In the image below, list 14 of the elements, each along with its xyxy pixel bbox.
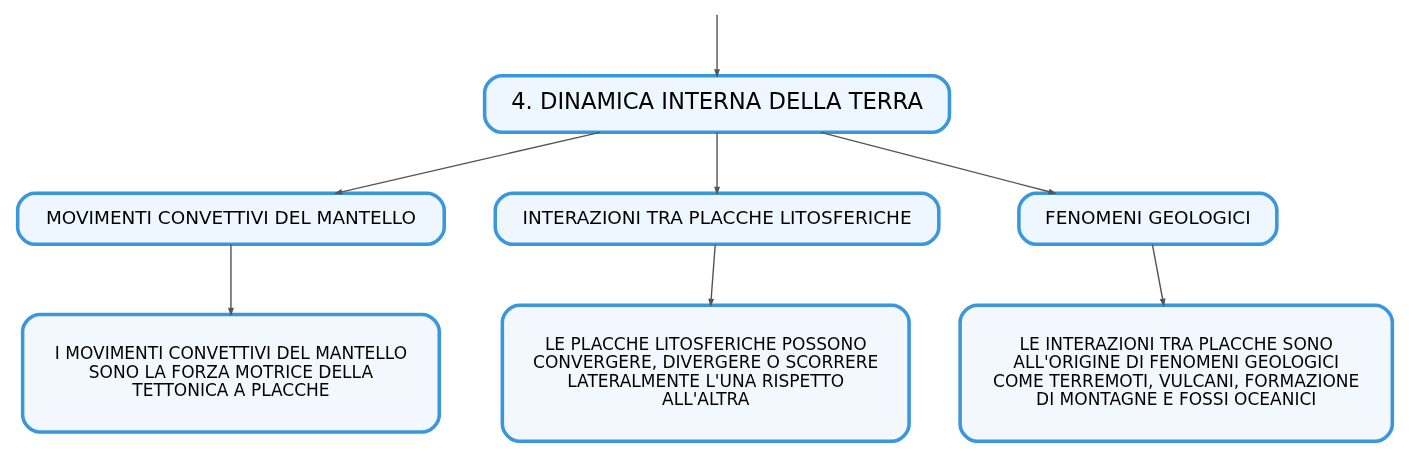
node-box: I MOVIMENTI CONVETTIVI DEL MANTELLO SONO LA FORZA MOTRICE DELLA TETTONICA A PLACCHE: [20, 312, 441, 434]
node-box: 4. DINAMICA INTERNA DELLA TERRA: [482, 73, 951, 135]
arrow: [819, 131, 1057, 195]
node-box: FENOMENI GEOLOGICI: [1016, 191, 1279, 247]
arrow: [713, 131, 720, 196]
node-box: INTERAZIONI TRA PLACCHE LITOSFERICHE: [493, 191, 941, 247]
arrow: [713, 14, 720, 78]
node-box: MOVIMENTI CONVETTIVI DEL MANTELLO: [15, 191, 446, 247]
arrow: [333, 131, 601, 195]
arrow: [1151, 243, 1165, 308]
node-box: LE PLACCHE LITOSFERICHE POSSONO CONVERGERE, DIVERGERE O SCORRERE LATERALMENTE L'UNA RISPETTO ALL'ALTRA: [500, 303, 911, 444]
node-box: LE INTERAZIONI TRA PLACCHE SONO ALL'ORIGINE DI FENOMENI GEOLOGICI COME TERREMOTI, VULCANI, FORMAZIONE DI MONTAGNE E FOSSI OCEANICI: [957, 303, 1394, 444]
arrow: [227, 243, 234, 317]
arrow: [707, 243, 716, 308]
